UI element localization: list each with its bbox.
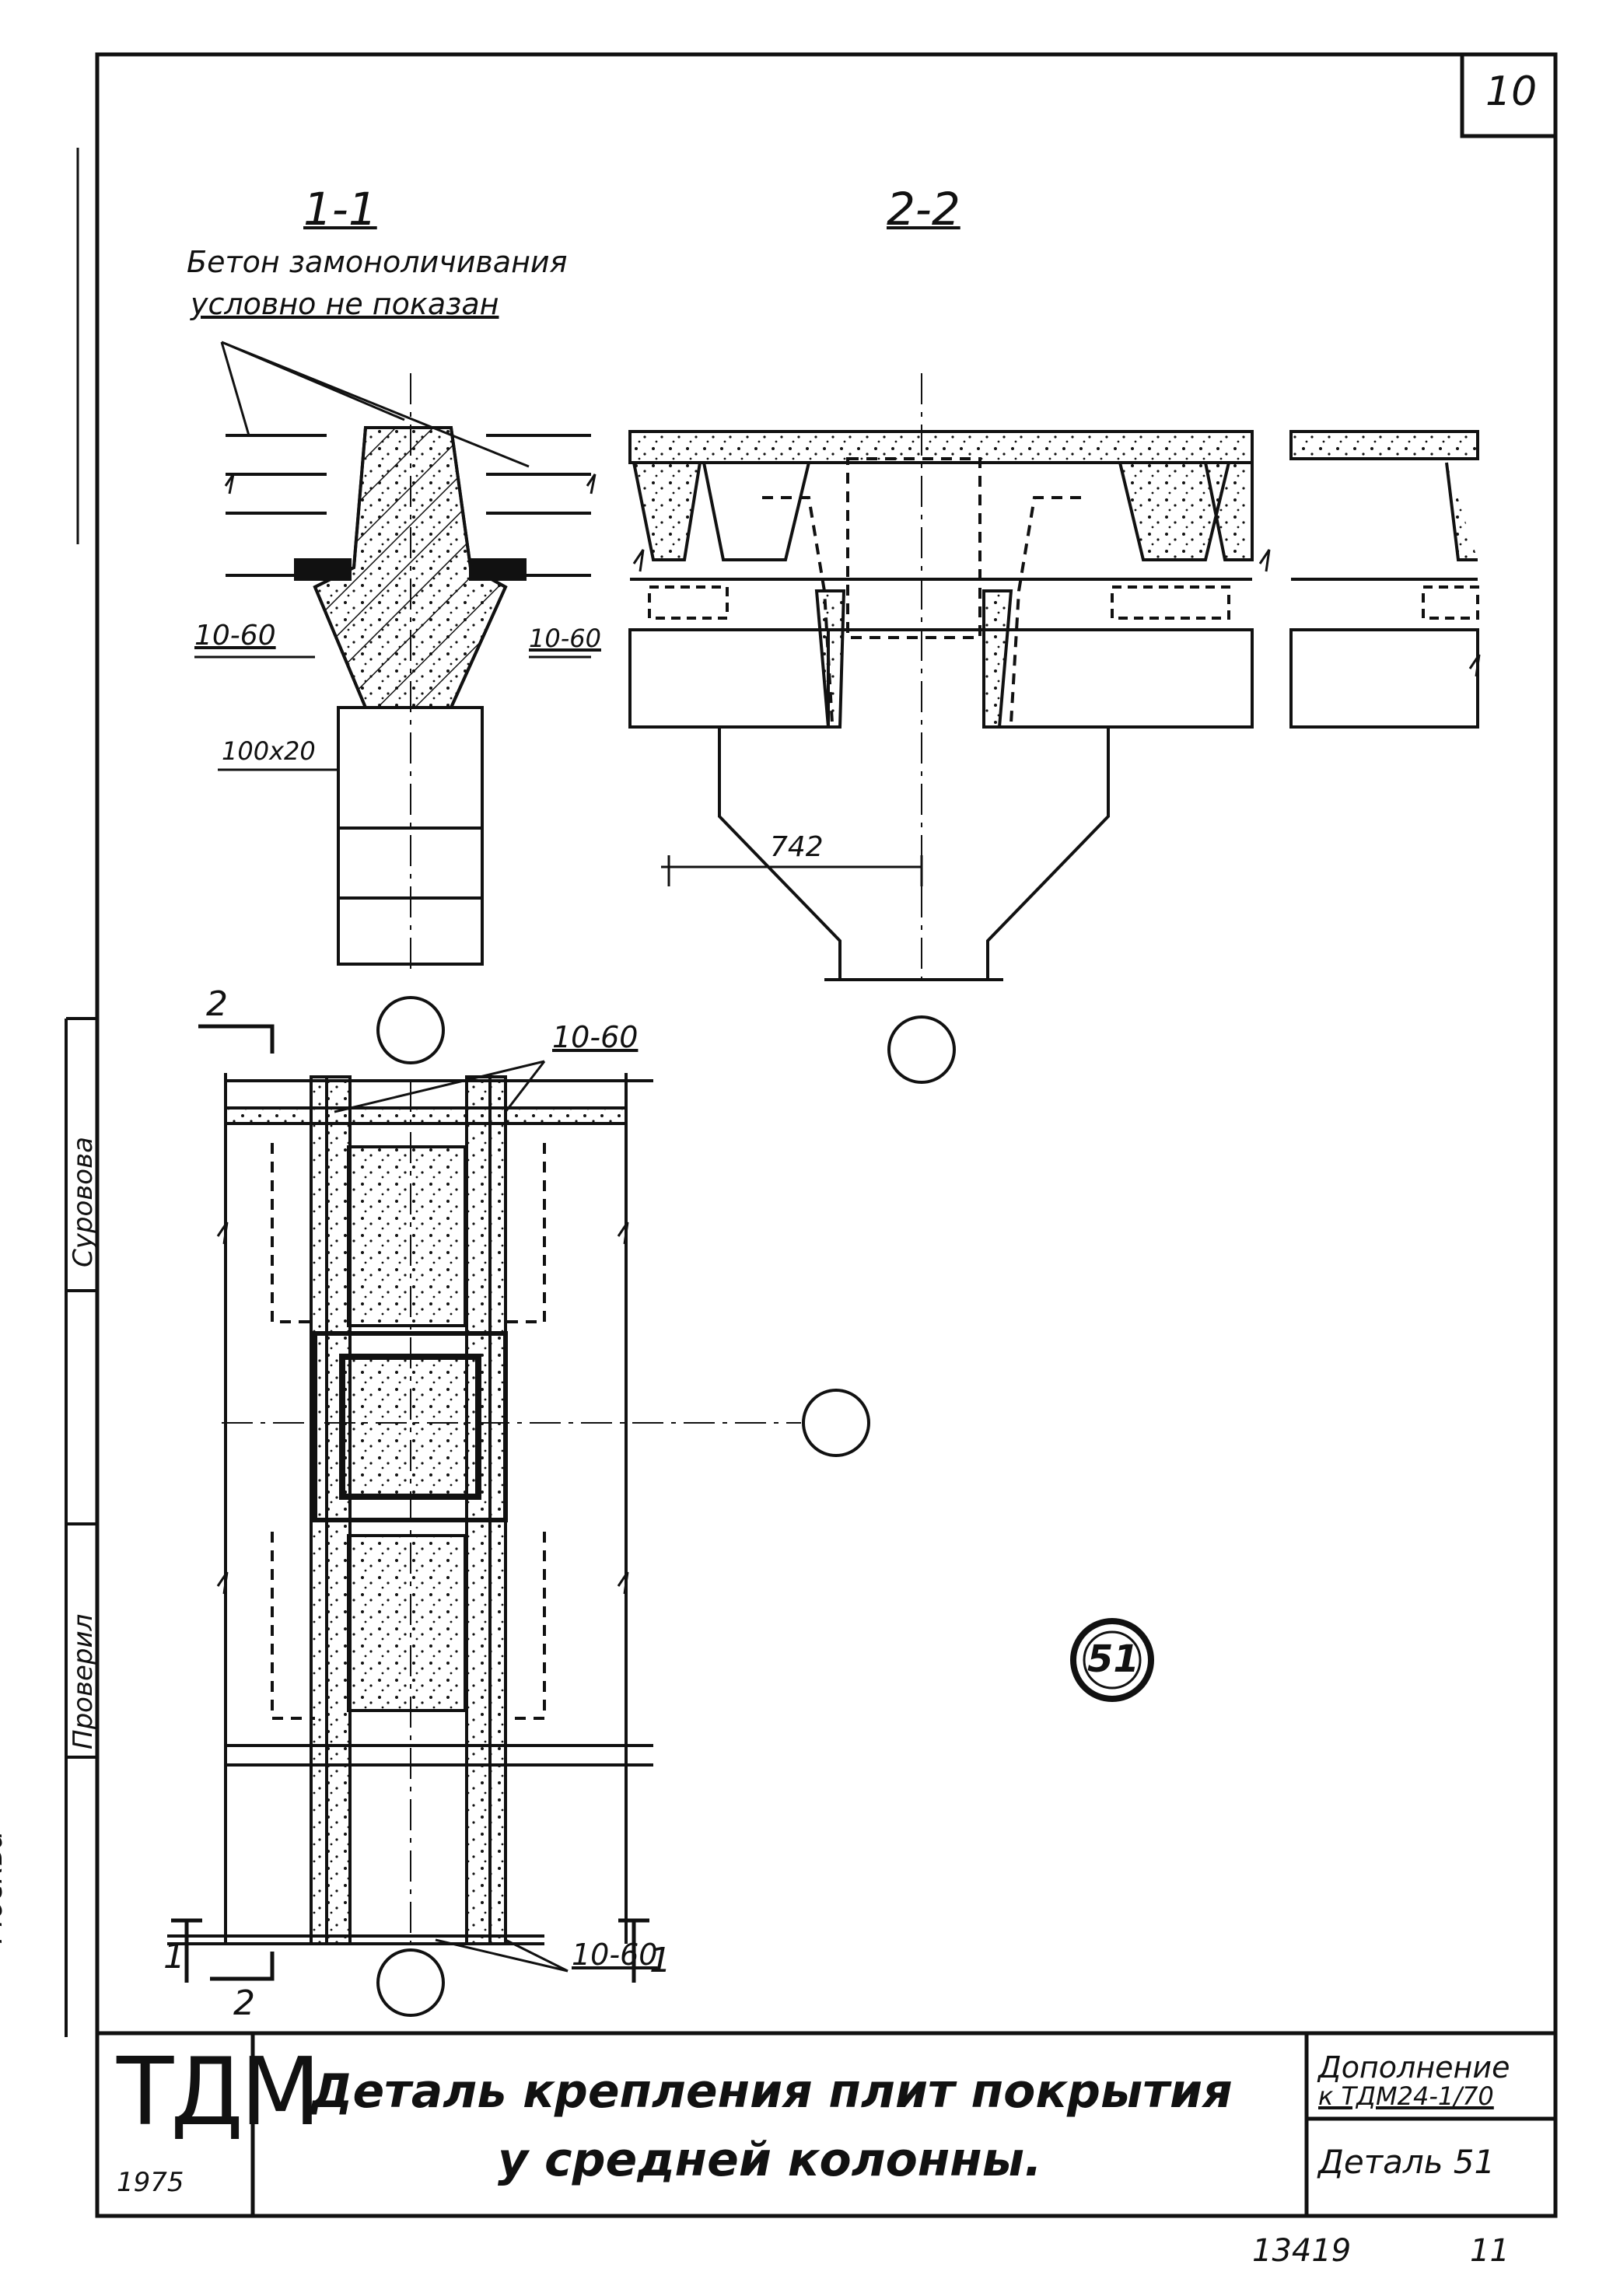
cut-1-right-label: 1 [649, 1941, 671, 1980]
axis-bubble-1 [376, 996, 445, 1064]
detail-ref: Деталь 51 [1318, 2143, 1496, 2181]
span-742-label: 742 [770, 831, 824, 863]
section-1-1-drawing [194, 341, 597, 972]
cut-1-left-label: 1 [163, 1937, 185, 1976]
plan-view-drawing [167, 1024, 801, 1983]
stamp-name: Суровова [68, 1137, 99, 1267]
stamp-checked: Проверил [68, 1613, 99, 1749]
title-block-frame [250, 2033, 1555, 2216]
page-number: 11 [1470, 2233, 1510, 2269]
gap-dimension-label: 100х20 [222, 736, 316, 766]
axis-bubble-4 [376, 1948, 445, 2017]
year-label: 1975 [117, 2167, 184, 2198]
sheet-number: 10 [1485, 68, 1538, 115]
concrete-note-line2: условно не показан [191, 287, 499, 321]
cut-2-top-label: 2 [206, 984, 228, 1024]
axis-bubble-3 [802, 1389, 870, 1457]
drawing-title-line2: у средней колонны. [498, 2133, 1042, 2187]
axis-bubble-2 [887, 1015, 956, 1084]
tie-left-label: 10-60 [194, 620, 276, 652]
stamp-city: Москва [0, 1830, 9, 1944]
doc-ref-line2: к ТДМ24-1/70 [1318, 2081, 1494, 2111]
concrete-note-line1: Бетон замоноличивания [187, 245, 568, 279]
inventory-number: 13419 [1252, 2233, 1352, 2269]
tie-plan-top-label: 10-60 [552, 1020, 639, 1054]
detail-mark-bubble [1070, 1618, 1154, 1702]
sheet-frame [95, 52, 1558, 2218]
section-1-1-label: 1-1 [303, 183, 377, 236]
side-stamp [65, 148, 97, 2037]
cut-2-bottom-label: 2 [233, 1983, 255, 2023]
tie-right-label: 10-60 [529, 624, 601, 653]
detail-mark-label: 51 [1087, 1637, 1139, 1681]
section-2-2-label: 2-2 [887, 183, 960, 236]
doc-ref-line1: Дополнение [1318, 2050, 1510, 2085]
org-logo: ТДМ [117, 2039, 321, 2147]
section-2-2-drawing [628, 373, 1481, 987]
axis-markers [376, 996, 956, 2017]
tie-plan-bottom-label: 10-60 [572, 1938, 658, 1972]
drawing-title-line1: Деталь крепления плит покрытия [311, 2064, 1233, 2119]
